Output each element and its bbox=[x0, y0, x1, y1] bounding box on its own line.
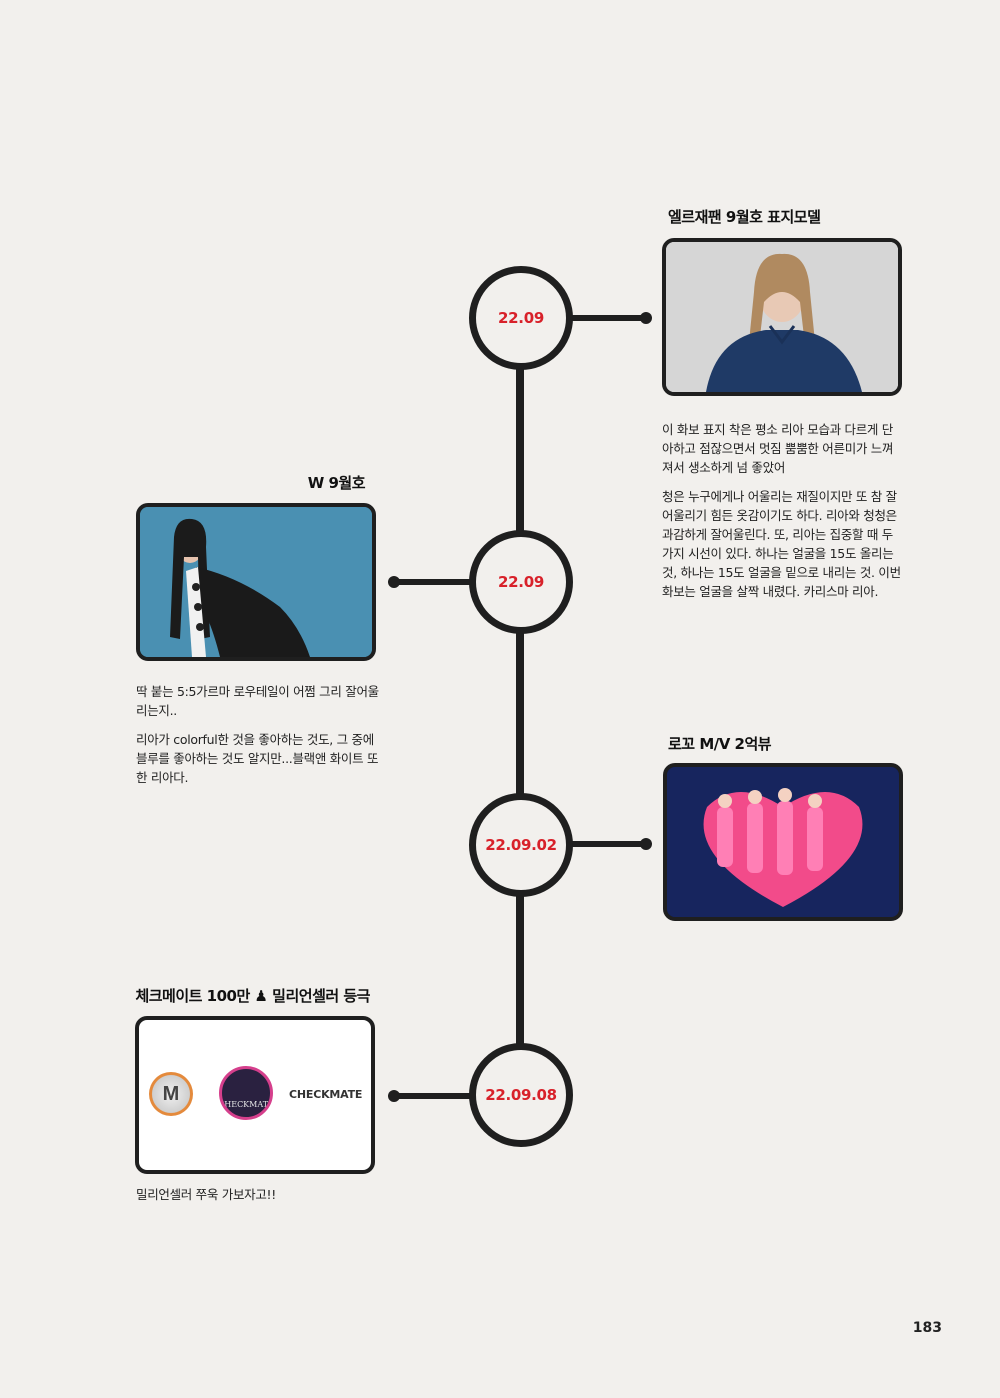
connector-dot-1 bbox=[640, 312, 652, 324]
album-text: CHECKMATE bbox=[219, 1100, 273, 1109]
checkmate-milestone-card: M CHECKMATE CHECKMATE bbox=[135, 1016, 375, 1174]
node-date: 22.09 bbox=[498, 573, 544, 591]
entry-paragraph: 밀리언셀러 쭈욱 가보자고!! bbox=[136, 1187, 276, 1202]
connector-dot-4 bbox=[388, 1090, 400, 1102]
checkmate-album-icon: CHECKMATE bbox=[219, 1066, 273, 1120]
timeline-spine bbox=[516, 316, 524, 1096]
connector-4 bbox=[394, 1093, 480, 1099]
mv-still bbox=[667, 767, 899, 917]
connector-3 bbox=[560, 841, 646, 847]
entry-title: 로꼬 M/V 2억뷰 bbox=[668, 735, 772, 753]
timeline-node-3: 22.09.02 bbox=[469, 793, 573, 897]
checkmate-label: CHECKMATE bbox=[289, 1088, 363, 1101]
timeline-node-2: 22.09 bbox=[469, 530, 573, 634]
entry-paragraph: 이 화보 표지 착은 평소 리아 모습과 다르게 단아하고 점잖으면서 멋짐 뿜… bbox=[662, 422, 894, 475]
connector-2 bbox=[394, 579, 480, 585]
connector-1 bbox=[560, 315, 646, 321]
photo-loco-mv bbox=[663, 763, 903, 921]
entry-title: 체크메이트 100만 ♟ 밀리언셀러 등극 bbox=[135, 987, 370, 1005]
connector-dot-2 bbox=[388, 576, 400, 588]
timeline-node-4: 22.09.08 bbox=[469, 1043, 573, 1147]
million-medal-icon: M bbox=[149, 1072, 193, 1116]
entry-paragraph: 딱 붙는 5:5가르마 로우테일이 어쩜 그리 잘어울리는지.. bbox=[136, 684, 379, 718]
entry-text: 딱 붙는 5:5가르마 로우테일이 어쩜 그리 잘어울리는지.. 리아가 col… bbox=[136, 682, 381, 797]
medal-letter: M bbox=[162, 1082, 180, 1105]
entry-title: 엘르재팬 9월호 표지모델 bbox=[668, 208, 821, 226]
page-number: 183 bbox=[912, 1320, 942, 1336]
photo-elle-japan-cover bbox=[662, 238, 902, 396]
timeline-node-1: 22.09 bbox=[469, 266, 573, 370]
entry-text: 이 화보 표지 착은 평소 리아 모습과 다르게 단아하고 점잖으면서 멋짐 뿜… bbox=[662, 420, 902, 611]
entry-paragraph: 리아가 colorful한 것을 좋아하는 것도, 그 중에 블루를 좋아하는 … bbox=[136, 732, 379, 785]
node-date: 22.09 bbox=[498, 309, 544, 327]
entry-paragraph: 청은 누구에게나 어울리는 재질이지만 또 참 잘 어울리기 힘든 옷감이기도 … bbox=[662, 489, 901, 599]
connector-dot-3 bbox=[640, 838, 652, 850]
node-date: 22.09.08 bbox=[485, 1086, 557, 1104]
portrait-figure bbox=[140, 507, 372, 657]
node-date: 22.09.02 bbox=[485, 836, 557, 854]
portrait-figure bbox=[666, 242, 898, 392]
entry-text: 밀리언셀러 쭈욱 가보자고!! bbox=[136, 1185, 381, 1214]
entry-title: W 9월호 bbox=[307, 474, 366, 492]
photo-w-magazine bbox=[136, 503, 376, 661]
